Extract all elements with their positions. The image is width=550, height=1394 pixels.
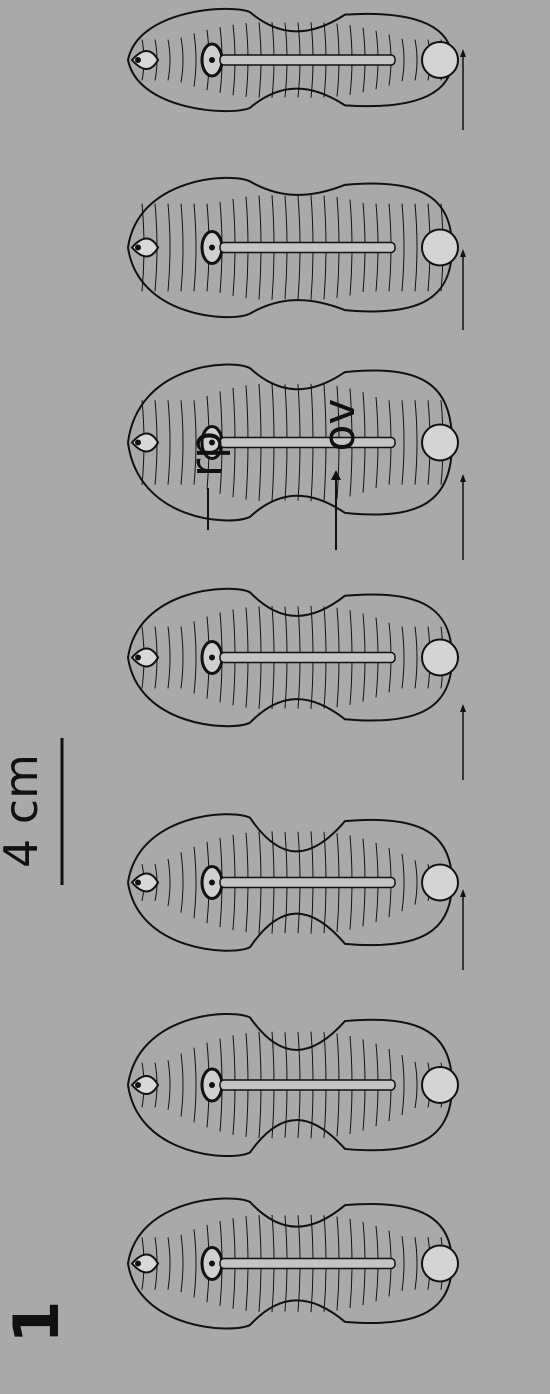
oviduct — [220, 1080, 395, 1090]
reproductive-pore-center — [209, 57, 215, 63]
posterior-bulb — [422, 425, 458, 461]
ov-label: ov — [314, 399, 365, 452]
oviduct — [220, 438, 395, 448]
oviduct — [220, 1259, 395, 1269]
reproductive-pore-center — [209, 880, 215, 886]
reproductive-pore-center — [209, 1082, 215, 1088]
posterior-bulb — [422, 1067, 458, 1103]
posterior-bulb — [422, 640, 458, 676]
oviduct — [220, 878, 395, 888]
reproductive-pore-center — [209, 245, 215, 251]
oviduct — [220, 243, 395, 253]
anterior-pore — [135, 1082, 141, 1088]
posterior-bulb — [422, 1246, 458, 1282]
anterior-pore — [135, 1261, 141, 1267]
anterior-pore — [135, 440, 141, 446]
anterior-pore — [135, 57, 141, 63]
posterior-bulb — [422, 230, 458, 266]
posterior-bulb — [422, 42, 458, 78]
scale-bar-label: 4 cm — [0, 754, 48, 868]
rp-label: rp — [181, 431, 232, 477]
oviduct — [220, 653, 395, 663]
oviduct — [220, 55, 395, 65]
reproductive-pore-center — [209, 655, 215, 661]
anterior-pore — [135, 245, 141, 251]
anterior-pore — [135, 880, 141, 886]
panel-label: 1 — [0, 1300, 73, 1343]
reproductive-pore-center — [209, 1261, 215, 1267]
posterior-bulb — [422, 865, 458, 901]
anterior-pore — [135, 655, 141, 661]
